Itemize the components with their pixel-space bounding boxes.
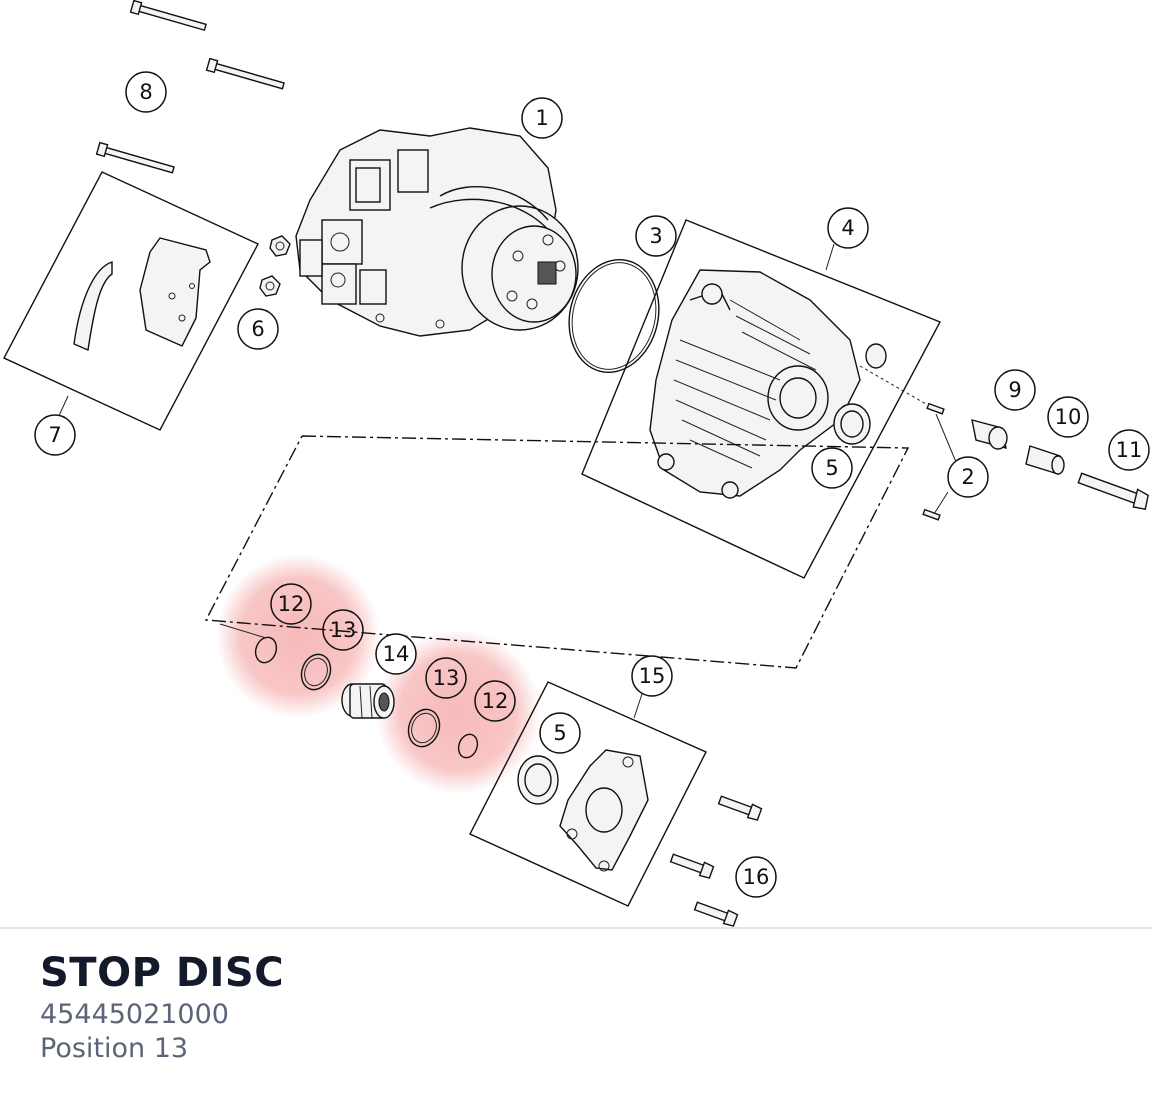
spacer-10[interactable] <box>1025 445 1065 475</box>
svg-text:7: 7 <box>48 423 61 447</box>
small-ring-12-left[interactable] <box>252 634 280 665</box>
gearbox-housing[interactable] <box>649 269 887 499</box>
svg-text:14: 14 <box>383 642 410 666</box>
svg-text:11: 11 <box>1116 438 1143 462</box>
callout-8[interactable]: 8 <box>125 71 167 113</box>
o-ring[interactable] <box>558 250 671 382</box>
part-number: 45445021000 <box>40 999 229 1030</box>
svg-text:9: 9 <box>1008 378 1021 402</box>
part-position: Position 13 <box>40 1033 189 1064</box>
callout-9[interactable]: 9 <box>994 369 1036 411</box>
callout-10[interactable]: 10 <box>1047 396 1089 438</box>
bolts-16[interactable] <box>669 793 763 927</box>
group-box-4 <box>581 219 941 579</box>
callout-6[interactable]: 6 <box>237 308 279 350</box>
dash-dot-outline <box>204 435 910 669</box>
svg-text:13: 13 <box>330 618 357 642</box>
svg-text:13: 13 <box>433 666 460 690</box>
svg-text:3: 3 <box>649 224 662 248</box>
section-divider <box>0 927 1152 929</box>
svg-text:6: 6 <box>251 317 264 341</box>
group-box-15 <box>469 681 707 907</box>
part-info-panel: STOP DISC 45445021000 Position 13 <box>40 948 284 1066</box>
svg-text:10: 10 <box>1055 405 1082 429</box>
stop-disc-13-left[interactable] <box>297 650 336 693</box>
callout-7[interactable]: 7 <box>34 414 76 456</box>
bracket-plate[interactable] <box>139 237 211 347</box>
motor-unit[interactable] <box>295 127 579 337</box>
svg-text:12: 12 <box>482 689 509 713</box>
highlight-group <box>216 554 540 794</box>
callout-5-upper[interactable]: 5 <box>811 447 853 489</box>
cover-plate[interactable] <box>559 749 649 872</box>
callout-4[interactable]: 4 <box>827 207 869 249</box>
dowel-pins-2[interactable] <box>859 365 957 521</box>
svg-text:15: 15 <box>639 664 666 688</box>
svg-text:4: 4 <box>841 216 854 240</box>
callout-13-left[interactable]: 13 <box>322 609 364 651</box>
freewheel-14[interactable] <box>341 683 395 719</box>
callout-14[interactable]: 14 <box>375 633 417 675</box>
callout-11[interactable]: 11 <box>1108 429 1150 471</box>
exploded-parts-diagram: 1 2 3 4 5 5 6 7 8 9 10 11 12 12 13 13 14… <box>3 0 1151 927</box>
nuts-6[interactable] <box>259 235 291 297</box>
callout-15[interactable]: 15 <box>631 655 673 697</box>
stop-disc-13-right[interactable] <box>403 705 444 751</box>
callout-2[interactable]: 2 <box>947 456 989 498</box>
svg-text:1: 1 <box>535 106 548 130</box>
callout-3[interactable]: 3 <box>635 215 677 257</box>
svg-text:5: 5 <box>553 721 566 745</box>
small-ring-12-right[interactable] <box>455 732 480 761</box>
sleeve-9[interactable] <box>971 419 1008 450</box>
highlight-glow-right <box>376 630 540 794</box>
callout-16[interactable]: 16 <box>735 856 777 898</box>
bolts-8[interactable] <box>95 0 285 176</box>
group-box-7 <box>3 171 259 431</box>
part-title: STOP DISC <box>40 950 285 996</box>
callout-12-left[interactable]: 12 <box>270 583 312 625</box>
svg-text:12: 12 <box>278 592 305 616</box>
strap-part[interactable] <box>73 261 113 352</box>
bearing-lower[interactable] <box>517 755 559 805</box>
callout-1[interactable]: 1 <box>521 97 563 139</box>
svg-text:16: 16 <box>743 865 770 889</box>
svg-text:2: 2 <box>961 465 974 489</box>
svg-text:5: 5 <box>825 456 838 480</box>
bolt-11[interactable] <box>1077 470 1151 512</box>
bearing-upper[interactable] <box>833 403 871 445</box>
callout-5-lower[interactable]: 5 <box>539 712 581 754</box>
svg-text:8: 8 <box>139 80 152 104</box>
highlight-glow-left <box>216 554 380 718</box>
callout-12-right[interactable]: 12 <box>474 680 516 722</box>
callout-13-right[interactable]: 13 <box>425 657 467 699</box>
